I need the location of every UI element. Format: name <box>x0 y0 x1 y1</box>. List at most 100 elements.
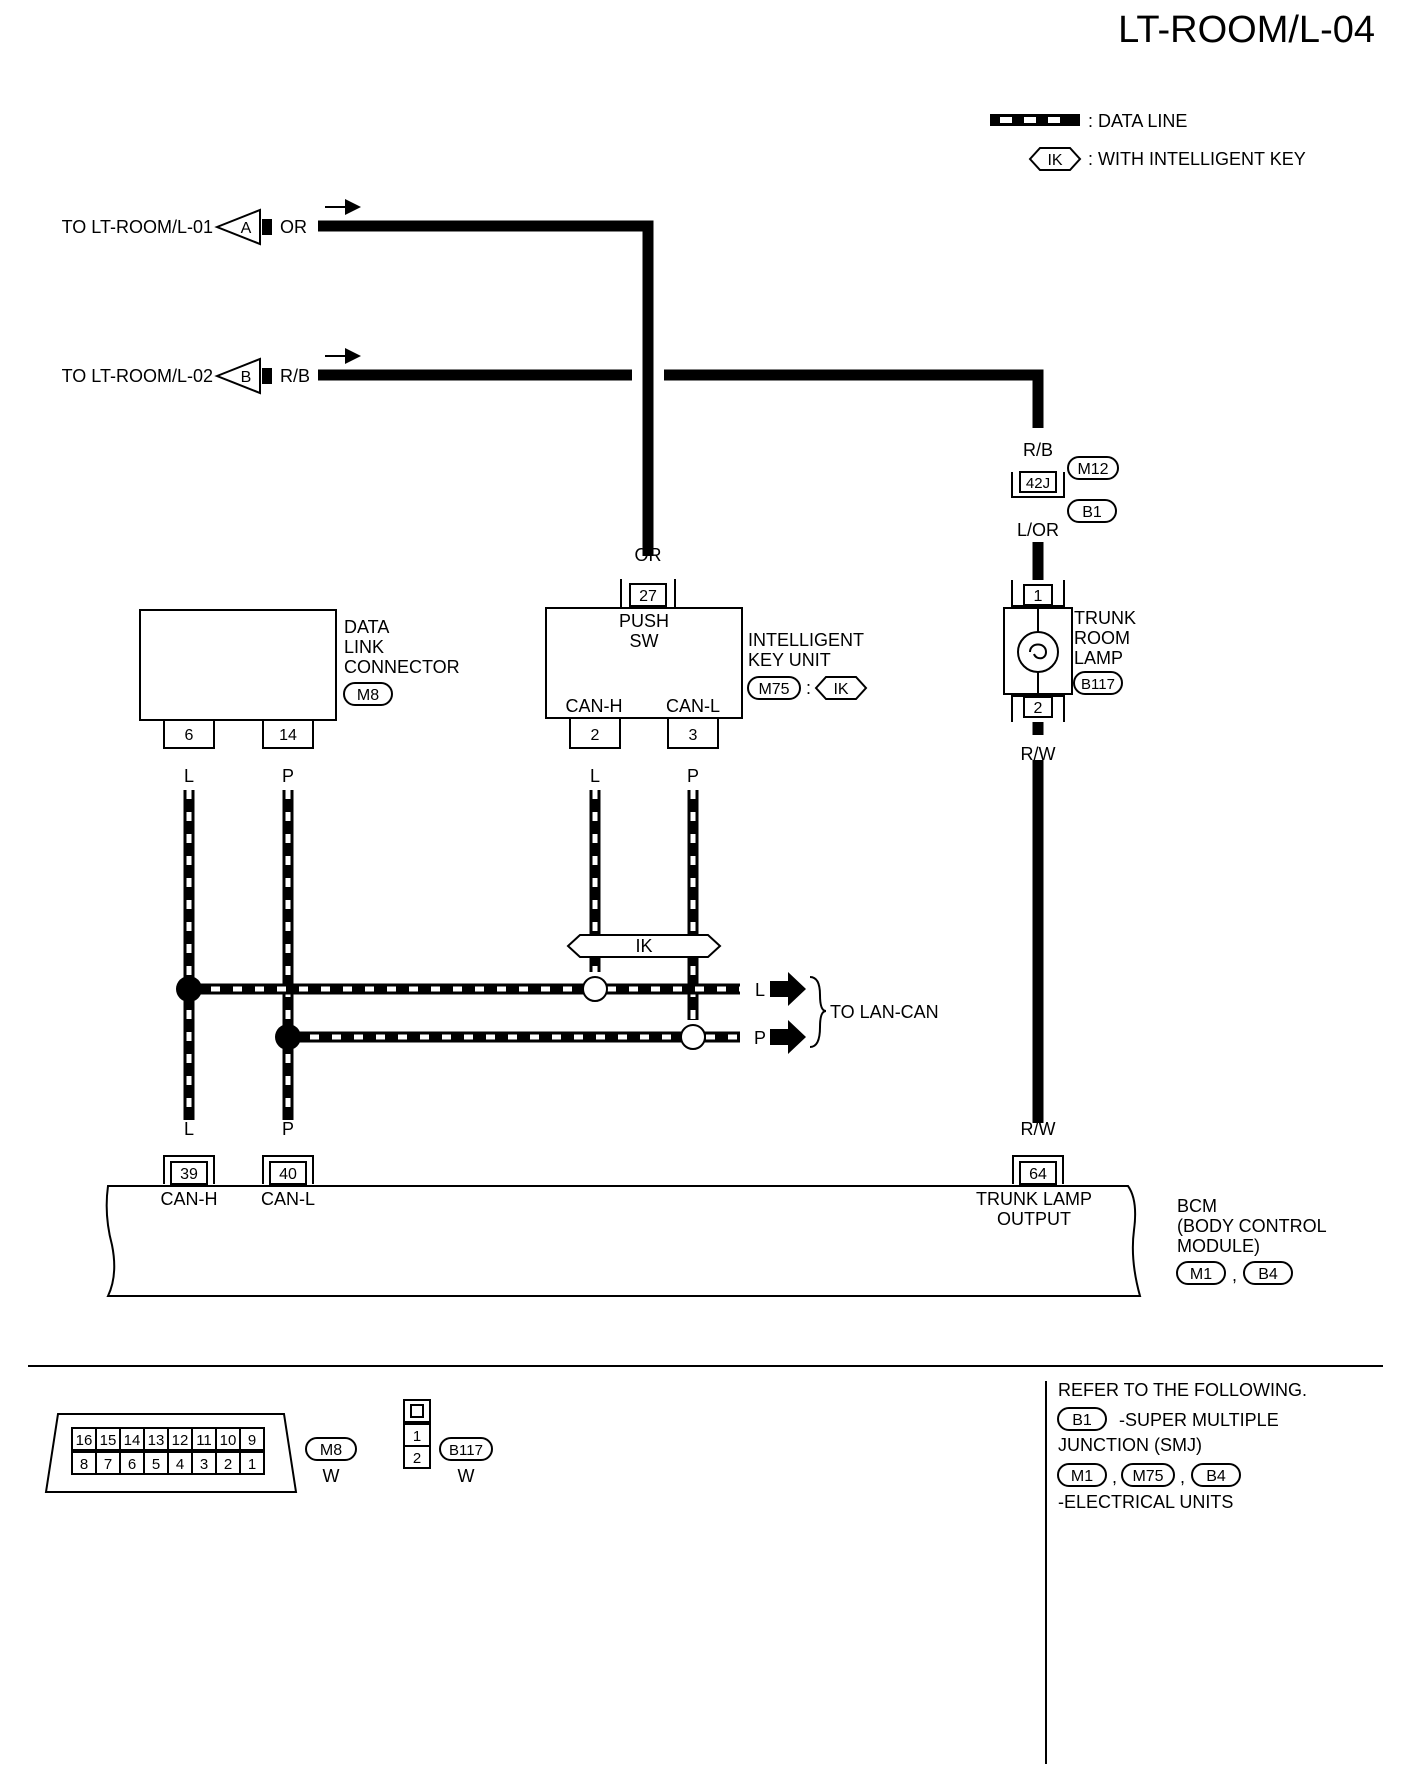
trunk-lamp-connector: B117 <box>1081 676 1115 693</box>
wire-or <box>318 220 654 556</box>
junction-conn-bottom: B1 <box>1082 504 1102 521</box>
m8-pin-9: 9 <box>248 1432 256 1449</box>
refer-units: -ELECTRICAL UNITS <box>1058 1492 1233 1512</box>
dlc-pin-14: 14 <box>279 727 297 744</box>
m8-view-name: M8 <box>320 1442 342 1459</box>
offpage-connector-a: TO LT-ROOM/L-01 A OR <box>62 199 361 246</box>
b117-view-color: W <box>458 1466 475 1486</box>
power-wires <box>318 220 1044 1123</box>
bcm-conn-m1: M1 <box>1190 1266 1212 1283</box>
ikey-push-wire: OR <box>635 545 662 565</box>
trunk-lamp-name-1: TRUNK <box>1074 608 1136 628</box>
trunk-lamp-wire-bottom: R/W <box>1021 744 1056 764</box>
refer-sep-2: , <box>1180 1467 1185 1487</box>
refer-m1: M1 <box>1071 1468 1093 1485</box>
b117-pin-2-cell <box>403 1445 431 1469</box>
offpage-a-letter: A <box>241 220 252 237</box>
bcm-pin-40: 40 <box>279 1166 297 1183</box>
ik-legend-tag: IK <box>1028 147 1082 171</box>
dlc-name-1: DATA <box>344 617 389 637</box>
m8-pin-8: 8 <box>80 1456 88 1473</box>
lamp-bulb-icon <box>1017 631 1059 673</box>
bcm-trunk-label-1: TRUNK LAMP <box>976 1189 1092 1209</box>
ikey-name-2: KEY UNIT <box>748 650 831 670</box>
b117-pin-1: 1 <box>413 1428 421 1445</box>
lan-can-l: L <box>755 980 765 1000</box>
m8-pin-5: 5 <box>152 1456 160 1473</box>
splice-point <box>275 1024 301 1050</box>
bcm-pin-39: 39 <box>180 1166 198 1183</box>
splice-point-optional <box>582 976 608 1002</box>
ikey-name-1: INTELLIGENT <box>748 630 864 650</box>
ikey-pin-3: 3 <box>689 727 698 744</box>
ikey-sep: : <box>806 678 811 698</box>
m8-view-color: W <box>323 1466 340 1486</box>
ikey-ik-text: IK <box>833 681 848 698</box>
b117-view-name: B117 <box>449 1442 483 1459</box>
bcm-conn-b4: B4 <box>1258 1266 1278 1283</box>
can-data-lines <box>183 790 752 1120</box>
refer-m75: M75 <box>1132 1468 1163 1485</box>
junction-conn-top: M12 <box>1077 461 1108 478</box>
dlc-pin-6: 6 <box>185 727 194 744</box>
m8-pin-16: 16 <box>76 1432 93 1449</box>
refer-smj-1: -SUPER MULTIPLE <box>1119 1410 1279 1430</box>
m8-pin-9-cell <box>239 1427 265 1451</box>
ikey-push-pin: 27 <box>639 588 657 605</box>
ikey-wire-l: L <box>590 766 600 786</box>
m8-pin-13: 13 <box>148 1432 165 1449</box>
ikey-wire-p: P <box>687 766 699 786</box>
legend-intelligent-key-label: : WITH INTELLIGENT KEY <box>1088 149 1306 169</box>
bcm-name-1: BCM <box>1177 1196 1217 1216</box>
bcm-wire-p: P <box>282 1119 294 1139</box>
page-title: LT-ROOM/L-04 <box>1118 9 1375 51</box>
data-link-connector: DATA LINK CONNECTOR M8 6 14 L P <box>139 609 460 786</box>
ik-legend-text: IK <box>1047 152 1062 169</box>
b117-pin-column: 12 <box>403 1423 431 1469</box>
legend: : DATA LINE IK : WITH INTELLIGENT KEY <box>990 111 1306 171</box>
brace <box>809 976 827 1048</box>
bcm-trunk-label-2: OUTPUT <box>997 1209 1071 1229</box>
lan-can-label: TO LAN-CAN <box>830 1002 939 1022</box>
offpage-a-label: TO LT-ROOM/L-01 <box>62 217 213 237</box>
refer-b1: B1 <box>1072 1412 1092 1429</box>
ikey-canl-label: CAN-L <box>666 696 720 716</box>
ik-split-marker: IK <box>566 934 722 958</box>
m8-pin-15: 15 <box>100 1432 117 1449</box>
offpage-b-label: TO LT-ROOM/L-02 <box>62 366 213 386</box>
dlc-wire-l: L <box>184 766 194 786</box>
m8-pin-10: 10 <box>220 1432 237 1449</box>
bcm-pin-64: 64 <box>1029 1166 1047 1183</box>
dlc-wire-p: P <box>282 766 294 786</box>
ikey-pin-2: 2 <box>591 727 600 744</box>
intelligent-key-unit: OR 27 PUSH SW CAN-H CAN-L 2 3 L P INTELL… <box>545 545 868 786</box>
refer-sep-1: , <box>1112 1467 1117 1487</box>
ikey-canh-label: CAN-H <box>566 696 623 716</box>
junction-wire-bottom: L/OR <box>1017 520 1059 540</box>
ikey-ik-tag <box>814 676 868 700</box>
trunk-lamp-name-2: ROOM <box>1074 628 1130 648</box>
trunk-lamp-pin-bottom: 2 <box>1034 700 1043 717</box>
lan-can-output: L P TO LAN-CAN <box>740 972 939 1054</box>
bcm-canl-label: CAN-L <box>261 1189 315 1209</box>
m8-pin-12: 12 <box>172 1432 189 1449</box>
bcm-body <box>105 1185 1142 1297</box>
m8-pin-3: 3 <box>200 1456 208 1473</box>
wire-rb-right <box>664 369 1044 428</box>
offpage-b-wire-color: R/B <box>280 366 310 386</box>
connector-view-b117: 12 B117 W <box>403 1399 493 1486</box>
splice-point-optional <box>680 1024 706 1050</box>
ikey-connector: M75 <box>758 681 789 698</box>
bcm-name-3: MODULE) <box>1177 1236 1260 1256</box>
ikey-push-label-2: SW <box>630 631 659 651</box>
splice-point <box>176 976 202 1002</box>
bcm-module: L P R/W 39 40 64 CAN-H CAN-L TRUNK LAMP … <box>105 1119 1327 1297</box>
offpage-a-wire-color: OR <box>280 217 307 237</box>
offpage-connector-b: TO LT-ROOM/L-02 B R/B <box>62 348 361 395</box>
bcm-conn-sep: , <box>1232 1265 1237 1285</box>
m8-pin-4: 4 <box>176 1456 184 1473</box>
